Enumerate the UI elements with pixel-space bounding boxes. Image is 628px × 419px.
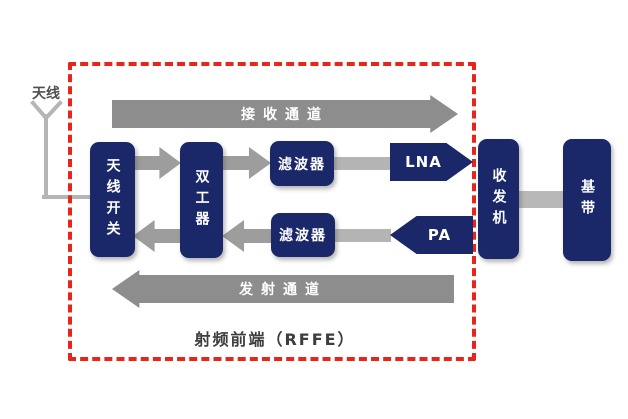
transceiver-label: 收发机 <box>490 167 507 231</box>
connector-transceiver-to-baseband <box>519 191 564 208</box>
duplexer-label: 双工器 <box>193 168 210 232</box>
block-antenna-switch: 天线开关 <box>90 142 135 257</box>
block-filter-rx: 滤波器 <box>270 141 334 186</box>
connector-pa-to-filter-tx <box>333 229 391 242</box>
receive-channel-label: 接收通道 <box>241 107 329 123</box>
filter-rx-label: 滤波器 <box>278 156 326 173</box>
block-duplexer: 双工器 <box>180 142 223 258</box>
transmit-channel-label: 发射通道 <box>239 282 327 298</box>
baseband-label: 基带 <box>579 179 595 221</box>
antenna-switch-label: 天线开关 <box>104 157 121 242</box>
antenna-label: 天线 <box>32 86 60 102</box>
connector-filter-rx-to-lna <box>333 157 391 170</box>
block-transceiver: 收发机 <box>478 139 519 259</box>
rffe-caption: 射频前端（RFFE） <box>194 330 356 349</box>
transmit-channel-arrow: 发射通道 <box>112 270 454 308</box>
lna-label: LNA <box>405 153 442 171</box>
receive-channel-arrow: 接收通道 <box>112 95 458 133</box>
filter-tx-label: 滤波器 <box>279 228 327 244</box>
block-filter-tx: 滤波器 <box>271 213 335 257</box>
block-baseband: 基带 <box>563 139 611 261</box>
pa-label: PA <box>427 226 452 244</box>
